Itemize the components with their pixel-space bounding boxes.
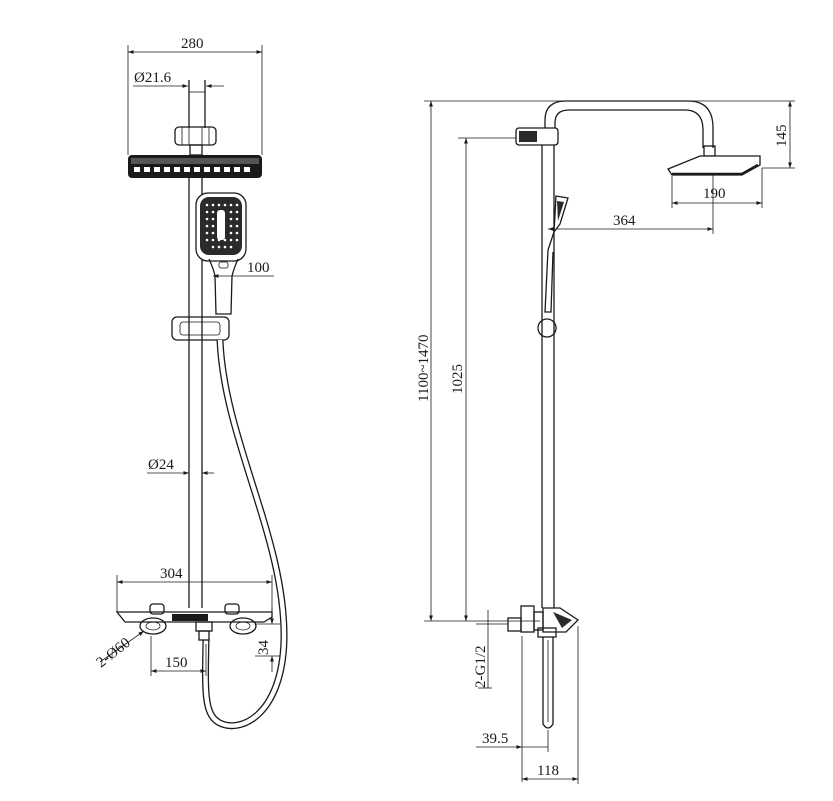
shower-arm-front	[188, 80, 206, 128]
hand-shower-width-dimension: 100	[213, 260, 274, 278]
front-view: 280 Ø21.6	[94, 36, 288, 730]
overhead-shower-head-side	[667, 155, 761, 176]
arm-diameter-label: Ø21.6	[134, 70, 172, 86]
height-range-dimension: 1100~1470	[416, 100, 795, 622]
riser-diameter-label: Ø24	[148, 457, 174, 473]
shower-hose	[202, 339, 288, 730]
arm-connector	[174, 126, 217, 156]
mixer-width-label: 304	[160, 566, 183, 582]
overhead-width-label: 280	[181, 36, 204, 52]
mixer-projection-dimension: 118	[522, 626, 579, 784]
eccentric-diameter-label: 2-Ø60	[94, 635, 134, 671]
slider-bracket-front	[171, 316, 230, 341]
arm-drop-dimension: 145	[762, 101, 795, 169]
thermostatic-mixer-front	[115, 603, 273, 641]
arm-connector-side	[515, 127, 559, 146]
mixer-width-dimension: 304	[116, 566, 273, 612]
hand-shower-front	[195, 192, 247, 315]
mixer-depth-dimension: 34	[255, 608, 280, 672]
head-diameter-label: 190	[703, 186, 726, 202]
riser-diameter-dimension: Ø24	[147, 457, 214, 475]
mixer-projection-label: 118	[537, 763, 559, 779]
arm-reach-dimension: 364	[548, 175, 714, 234]
wall-offset-dimension: 39.5	[476, 636, 549, 782]
inlet-spacing-dimension: 150	[150, 636, 207, 676]
inlet-thread-dimension: 2-G1/2	[473, 610, 508, 689]
hand-shower-width-label: 100	[247, 260, 270, 276]
side-view: 1100~1470 1025 145	[416, 100, 795, 784]
height-range-label: 1100~1470	[416, 334, 432, 402]
arm-drop-label: 145	[774, 125, 790, 148]
inlet-spacing-label: 150	[165, 655, 188, 671]
thermostatic-mixer-side	[507, 605, 580, 729]
eccentric-connectors-front	[139, 617, 257, 635]
arm-reach-label: 364	[613, 213, 636, 229]
wall-offset-label: 39.5	[482, 731, 508, 747]
eccentric-diameter-dimension: 2-Ø60	[94, 630, 145, 671]
riser-height-label: 1025	[450, 364, 466, 394]
overhead-shower-head	[128, 155, 262, 178]
hand-shower-side	[537, 195, 569, 338]
riser-pipe-side	[541, 145, 555, 608]
shower-arm-side	[544, 100, 716, 157]
head-diameter-dimension: 190	[671, 168, 763, 208]
riser-height-dimension: 1025	[450, 137, 516, 621]
mixer-depth-label: 34	[256, 640, 272, 656]
arm-diameter-dimension: Ø21.6	[133, 70, 224, 88]
overhead-width-dimension: 280	[127, 36, 263, 155]
inlet-thread-label: 2-G1/2	[473, 646, 489, 689]
